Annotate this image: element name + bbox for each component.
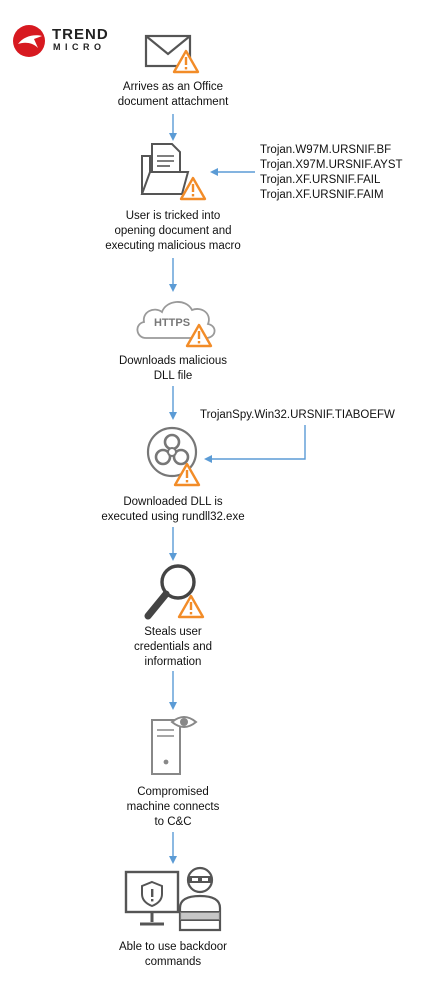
server-eye-icon	[151, 716, 198, 775]
monitor-hacker-icon	[124, 866, 222, 932]
detection-name: Trojan.XF.URSNIF.FAIL	[260, 174, 381, 186]
trend-micro-logo-icon	[13, 25, 45, 57]
step-label-1: Arrives as an Office document attachment	[117, 81, 229, 108]
folder-document-icon	[140, 143, 190, 195]
step-label-6: Compromised machine connects to C&C	[126, 786, 220, 828]
warning-icon	[177, 594, 205, 619]
step-label-2: User is tricked into opening document an…	[105, 210, 241, 252]
detection-name: Trojan.XF.URSNIF.FAIM	[260, 189, 384, 201]
cloud-https-text: HTTPS	[154, 317, 190, 329]
envelope-icon	[144, 34, 192, 68]
warning-icon	[173, 462, 201, 487]
detection-name: Trojan.W97M.URSNIF.BF	[260, 144, 392, 156]
step-label-3: Downloads malicious DLL file	[118, 355, 228, 382]
brand-name-line2: MICRO	[53, 42, 106, 52]
brand-name-line1: TREND	[52, 26, 109, 43]
biohazard-icon	[146, 426, 198, 478]
step-label-4: Downloaded DLL is executed using rundll3…	[101, 496, 245, 523]
step-label-5: Steals user credentials and information	[134, 626, 212, 668]
detection-name: TrojanSpy.Win32.URSNIF.TIABOEFW	[200, 409, 395, 421]
arrow-dll-detection	[204, 425, 306, 463]
https-cloud-icon: HTTPS	[136, 301, 216, 339]
magnifier-icon	[144, 564, 196, 620]
step-label-7: Able to use backdoor commands	[118, 941, 228, 968]
warning-icon	[179, 176, 207, 201]
warning-icon	[172, 49, 200, 74]
warning-icon	[185, 323, 213, 348]
detection-name: Trojan.X97M.URSNIF.AYST	[260, 159, 403, 171]
